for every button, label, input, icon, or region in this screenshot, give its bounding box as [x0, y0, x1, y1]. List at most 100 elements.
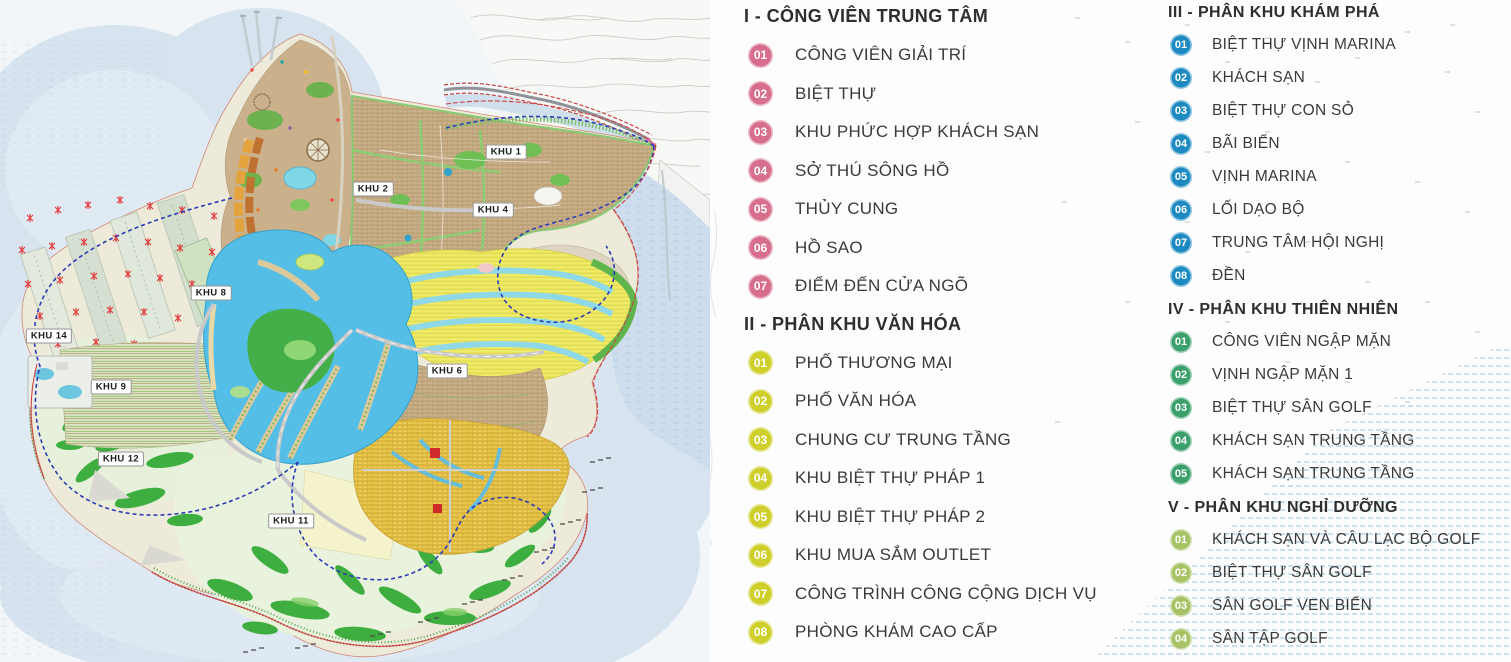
- gold-housing-zone: [353, 418, 570, 555]
- map-zone-label-khu-2: KHU 2: [352, 181, 394, 197]
- legend-item-number-badge: 07: [1170, 231, 1192, 254]
- legend-item: 03 SÂN GOLF VEN BIỂN: [1170, 589, 1505, 622]
- legend-item: 01 KHÁCH SẠN VÀ CÂU LẠC BỘ GOLF: [1170, 523, 1505, 556]
- map-zone-label-khu-11: KHU 11: [268, 513, 314, 529]
- legend-item-label: BÃI BIỂN: [1212, 134, 1280, 152]
- legend-item-label: KHÁCH SẠN: [1212, 68, 1306, 86]
- legend-item-label: KHÁCH SẠN TRUNG TẦNG: [1212, 431, 1415, 449]
- legend-item: 02 BIỆT THỰ: [748, 75, 1093, 114]
- legend-item: 05 THỦY CUNG: [748, 190, 1093, 229]
- legend-item-label: ĐIỂM ĐẾN CỬA NGÕ: [795, 276, 969, 296]
- map-zone-label-khu-8: KHU 8: [190, 285, 232, 301]
- legend-item-label: PHÒNG KHÁM CAO CẤP: [795, 622, 998, 642]
- legend-item-number-badge: 04: [748, 158, 773, 184]
- legend-item: 03 BIỆT THỰ SÂN GOLF: [1170, 391, 1505, 424]
- legend-item-number-badge: 02: [1170, 561, 1192, 584]
- legend-item-number-badge: 04: [1170, 627, 1192, 650]
- legend-item: 03 CHUNG CƯ TRUNG TẦNG: [748, 421, 1093, 460]
- legend-item: 03 BIỆT THỰ CON SỎ: [1170, 94, 1505, 127]
- legend-item-label: HỒ SAO: [795, 237, 863, 257]
- legend-item: 04 SỞ THÚ SÔNG HỒ: [748, 152, 1093, 191]
- legend-item-number-badge: 02: [1170, 363, 1192, 386]
- legend-item-number-badge: 02: [748, 388, 773, 414]
- legend-item-label: CÔNG VIÊN NGẬP MẶN: [1212, 332, 1392, 350]
- legend-item-label: BIỆT THỰ SÂN GOLF: [1212, 398, 1372, 416]
- legend-item: 01 BIỆT THỰ VỊNH MARINA: [1170, 28, 1505, 61]
- map-zone-label-khu-1: KHU 1: [485, 144, 527, 160]
- legend-item-number-badge: 01: [748, 350, 773, 376]
- legend-item-label: BIỆT THỰ: [795, 83, 877, 103]
- map-zone-label-khu-9: KHU 9: [90, 379, 132, 395]
- legend-item-label: SÂN TẬP GOLF: [1212, 629, 1328, 647]
- legend-item-number-badge: 06: [1170, 198, 1192, 221]
- legend-item-label: CÔNG VIÊN GIẢI TRÍ: [795, 45, 967, 65]
- legend-item: 04 KHU BIỆT THỰ PHÁP 1: [748, 459, 1093, 498]
- legend-item-label: LỐI DẠO BỘ: [1212, 200, 1305, 218]
- legend-item: 04 SÂN TẬP GOLF: [1170, 622, 1505, 655]
- legend-item-label: SÂN GOLF VEN BIỂN: [1212, 596, 1373, 614]
- legend-item: 03 KHU PHỨC HỢP KHÁCH SẠN: [748, 113, 1093, 152]
- legend-item-label: KHÁCH SẠN TRUNG TẦNG: [1212, 464, 1415, 482]
- legend-item-label: BIỆT THỰ CON SỎ: [1212, 101, 1355, 119]
- legend-column-1: I - CÔNG VIÊN TRUNG TÂM 01 CÔNG VIÊN GIẢ…: [744, 0, 1097, 652]
- legend-item-label: BIỆT THỰ SÂN GOLF: [1212, 563, 1372, 581]
- master-plan-map: KHU 1 KHU 2 KHU 4 KHU 8 KHU 14 KHU 9 KHU…: [0, 0, 710, 662]
- legend-item-label: BIỆT THỰ VỊNH MARINA: [1212, 35, 1397, 53]
- legend-item: 02 VỊNH NGẬP MẶN 1: [1170, 358, 1505, 391]
- legend-item-label: KHU BIỆT THỰ PHÁP 2: [795, 506, 986, 526]
- legend-item-number-badge: 03: [1170, 594, 1192, 617]
- map-graphic: [0, 0, 710, 662]
- legend-item: 07 ĐIỂM ĐẾN CỬA NGÕ: [748, 267, 1093, 306]
- legend-item-label: KHÁCH SẠN VÀ CÂU LẠC BỘ GOLF: [1212, 530, 1481, 548]
- legend-item: 01 PHỐ THƯƠNG MẠI: [748, 344, 1093, 383]
- legend-item: 05 VỊNH MARINA: [1170, 160, 1505, 193]
- legend-item-label: KHU PHỨC HỢP KHÁCH SẠN: [795, 122, 1040, 142]
- legend-item-number-badge: 05: [748, 504, 773, 530]
- legend-section-title-5: V - PHÂN KHU NGHỈ DƯỠNG: [1168, 499, 1398, 516]
- legend-item-number-badge: 06: [748, 542, 773, 568]
- map-zone-label-khu-14: KHU 14: [25, 328, 73, 344]
- legend-item-number-badge: 04: [1170, 429, 1192, 452]
- legend-item-number-badge: 02: [748, 81, 773, 107]
- legend-item-number-badge: 04: [748, 465, 773, 491]
- legend-item: 02 PHỐ VĂN HÓA: [748, 382, 1093, 421]
- boundary-lines: [30, 100, 657, 647]
- khu9-housing: [27, 342, 233, 449]
- legend-item: 06 HỒ SAO: [748, 229, 1093, 268]
- legend-item-number-badge: 02: [1170, 66, 1192, 89]
- river-road: [443, 82, 653, 156]
- legend-item-label: ĐỀN: [1212, 266, 1246, 284]
- legend-item: 08 ĐỀN: [1170, 259, 1505, 292]
- legend-item-label: CÔNG TRÌNH CÔNG CỘNG DỊCH VỤ: [795, 583, 1097, 603]
- legend-item-label: CHUNG CƯ TRUNG TẦNG: [795, 429, 1012, 449]
- legend-item-number-badge: 07: [748, 581, 773, 607]
- legend-item: 06 KHU MUA SẮM OUTLET: [748, 536, 1093, 575]
- legend-item-number-badge: 05: [1170, 462, 1192, 485]
- central-lake: [203, 229, 419, 465]
- legend-item: 06 LỐI DẠO BỘ: [1170, 193, 1505, 226]
- legend-item-number-badge: 05: [1170, 165, 1192, 188]
- legend-section-title-1: I - CÔNG VIÊN TRUNG TÂM: [744, 6, 989, 26]
- legend-item-number-badge: 01: [1170, 330, 1192, 353]
- legend-item: 05 KHÁCH SẠN TRUNG TẦNG: [1170, 457, 1505, 490]
- legend-item-label: TRUNG TÂM HỘI NGHỊ: [1212, 233, 1385, 251]
- map-zone-label-khu-12: KHU 12: [97, 451, 145, 467]
- map-zone-label-khu-4: KHU 4: [472, 202, 514, 218]
- legend-section-title-4: IV - PHÂN KHU THIÊN NHIÊN: [1168, 301, 1399, 318]
- legend-item-number-badge: 06: [748, 235, 773, 261]
- legend-item-number-badge: 01: [748, 42, 773, 68]
- legend-section-title-2: II - PHÂN KHU VĂN HÓA: [744, 313, 962, 334]
- legend-item-number-badge: 03: [748, 119, 773, 145]
- legend-item: 07 TRUNG TÂM HỘI NGHỊ: [1170, 226, 1505, 259]
- legend-column-2: III - PHÂN KHU KHÁM PHÁ 01 BIỆT THỰ VỊNH…: [1168, 0, 1505, 655]
- legend-item-number-badge: 01: [1170, 33, 1192, 56]
- legend-item-label: THỦY CUNG: [795, 199, 899, 219]
- legend-item-number-badge: 08: [748, 619, 773, 645]
- legend-item-label: VỊNH NGẬP MẶN 1: [1212, 365, 1354, 383]
- legend-section-title-3: III - PHÂN KHU KHÁM PHÁ: [1168, 4, 1380, 21]
- legend-item: 02 BIỆT THỰ SÂN GOLF: [1170, 556, 1505, 589]
- legend-item-label: KHU BIỆT THỰ PHÁP 1: [795, 468, 986, 488]
- legend-item: 07 CÔNG TRÌNH CÔNG CỘNG DỊCH VỤ: [748, 575, 1097, 614]
- legend-item-label: VỊNH MARINA: [1212, 167, 1317, 185]
- legend-item-number-badge: 01: [1170, 528, 1192, 551]
